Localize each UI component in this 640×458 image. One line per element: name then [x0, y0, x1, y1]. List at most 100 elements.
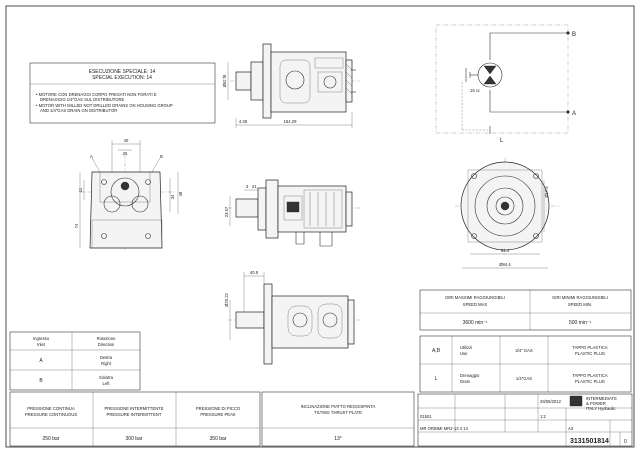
press-int-value: 300 bar [126, 436, 143, 442]
port-size: 3/4" GAS [515, 348, 533, 353]
notes-line1b-it: DRENAGGIO 1/4"GAS SUL DISTRIBUTORE [40, 97, 125, 102]
rot-dir-it: Destra [100, 355, 113, 360]
bottom-body [271, 295, 349, 349]
notes-title-it: ESECUZIONE SPECIALE: 14 [89, 69, 156, 75]
company-name-1: INTERMEDIATE [586, 396, 617, 401]
speed-max-en: SPEED MAX [463, 302, 488, 307]
speed-table: GIRI MASSIMI RAGGIUNGIBILI SPEED MAX GIR… [419, 289, 632, 331]
dim-4-35: 4.35 [239, 119, 248, 124]
rot-dir-en: Left [103, 381, 111, 386]
rot-h1-en: Inlet [37, 342, 46, 347]
title-model: MR ORBIMI MR2-13 4 14 [420, 426, 469, 431]
title-sheet: A3 [568, 426, 574, 431]
notes-box: ESECUZIONE SPECIALE: 14 SPECIAL EXECUTIO… [29, 62, 216, 124]
port-plug-en: PLASTIC PLUG [575, 379, 605, 384]
dim-3: 3 [246, 184, 249, 189]
port-plug-en: PLASTIC PLUG [575, 351, 605, 356]
press-cont-value: 250 bar [43, 436, 60, 442]
drawing-number: 3131501814 [570, 438, 609, 445]
title-code: 01501 [420, 414, 432, 419]
press-int-it: PRESSIONE INTERMITTENTE [104, 406, 163, 411]
dim-40: 40 [124, 138, 129, 143]
dim-d84-4: Ø84.4 [499, 262, 511, 267]
bottom-side-view: 40.9 Ø25.22 [224, 270, 360, 365]
dim-40-9: 40.9 [250, 270, 259, 275]
press-peak-value: 350 bar [210, 436, 227, 442]
title-date: 28/06/2012 [540, 399, 562, 404]
label-b: B [160, 154, 163, 159]
notes-line2-en: • MOTOR WITH MILLED NOT DRILLED DRAINS O… [36, 103, 173, 108]
dim-d17-5: Ø17.5 [544, 186, 549, 198]
title-block: INTERMEDIATE & POWER ITALY Hydraulic 28/… [417, 393, 633, 447]
schematic-port-a: A [572, 111, 576, 117]
speed-max-it: GIRI MASSIMI RAGGIUNGIBILI [445, 295, 505, 300]
schematic-port-l: L [500, 138, 504, 144]
dim-d62: Ø62 f8 [222, 74, 227, 87]
rot-h2-it: Rotazione [97, 336, 117, 341]
middle-side-view: 3 21 23.57 [224, 179, 360, 247]
top-side-view: 4.35 164.29 Ø62 f8 [222, 43, 360, 128]
title-scale: 1:2 [540, 414, 546, 419]
port-row-2: L Drenaggio Drain 1/4"GAS TAPPO PLASTICA… [435, 373, 608, 384]
port-desc-it: Drenaggio [460, 373, 480, 378]
schematic-port-b: B [572, 32, 576, 38]
title-rev: 0 [624, 439, 627, 445]
speed-min-en: SPEED MIN. [568, 302, 592, 307]
outer-frame [5, 5, 635, 448]
dim-25: 25 [123, 151, 128, 156]
rotation-table: Ingresso Inlet Rotazione Direction A Des… [9, 331, 141, 391]
dim-74: 74 [74, 223, 79, 228]
notes-title-en: SPECIAL EXECUTION: 14 [92, 75, 152, 81]
dim-23-57: 23.57 [224, 206, 229, 217]
port-desc-en: Drain [460, 379, 471, 384]
port-desc-it: Utilizzi [460, 345, 472, 350]
hydraulic-schematic: B A L 15 cc [435, 24, 576, 144]
speed-max-value: 3600 min⁻¹ [463, 320, 488, 326]
port-plug-it: TAPPO PLASTICA [572, 345, 608, 350]
press-peak-it: PRESSIONE DI PICCO [196, 406, 241, 411]
port-code: L [435, 376, 438, 382]
tilt-table: INCLINAZIONE PIATTO REGGISPINTA TILTING … [261, 391, 415, 447]
port-row-1: A,B Utilizzi Use 3/4" GAS TAPPO PLASTICA… [432, 345, 608, 356]
dim-d25-22: Ø25.22 [224, 292, 229, 306]
pressure-table: PRESSIONE CONTINUA PRESSURE CONTINUOUS P… [9, 391, 261, 447]
port-plug-it: TAPPO PLASTICA [572, 373, 608, 378]
dim-84-4: 84.4 [501, 248, 510, 253]
rot-inlet: A [39, 358, 43, 364]
press-cont-it: PRESSIONE CONTINUA [27, 406, 75, 411]
tilt-value: 13° [334, 436, 342, 442]
notes-line2b-en: AND 1/4"GAS DRAIN ON DISTRIBUTOR [40, 108, 117, 113]
dim-11: 11 [78, 187, 83, 192]
notes-line1-it: • MOTORE CON DRENAGGI CORPO FRESATI NON … [36, 92, 157, 97]
press-peak-en: PRESSURE PEAK [200, 412, 236, 417]
middle-shaft [235, 198, 259, 218]
port-size: 1/4"GAS [516, 376, 532, 381]
speed-min-value: 500 min⁻¹ [569, 320, 591, 326]
speed-min-it: GIRI MINIMI RAGGIUNGIBILI [552, 295, 608, 300]
shaft [235, 71, 252, 91]
rot-h2-en: Direction [98, 342, 115, 347]
mounting-flange [262, 43, 272, 119]
dim-21: 21 [252, 184, 257, 189]
rot-dir-en: Right [101, 361, 112, 366]
dim-48: 48 [178, 191, 183, 196]
company-name-2: & POWER [586, 401, 606, 406]
dim-34: 34 [170, 194, 175, 199]
dim-164-29: 164.29 [284, 119, 297, 124]
rot-dir-it: Sinistra [99, 375, 114, 380]
company-name-3: ITALY Hydraulic [586, 406, 616, 411]
bottom-shaft [235, 311, 265, 329]
ports-table: A,B Utilizzi Use 3/4" GAS TAPPO PLASTICA… [419, 335, 632, 393]
company-logo [569, 395, 583, 407]
press-int-en: PRESSURE INTERMITTENT [107, 412, 162, 417]
front-view: 40 25 11 34 48 74 A B [74, 138, 183, 250]
rear-view: 84.4 Ø84.4 Ø17.5 [455, 158, 560, 269]
press-cont-en: PRESSURE CONTINUOUS [25, 412, 78, 417]
motor-body [270, 51, 347, 113]
tilt-en: TILTING THRUST PLATE [314, 410, 362, 415]
label-a: A [90, 154, 93, 159]
port-code: A,B [432, 348, 441, 354]
port-desc-en: Use [460, 351, 468, 356]
